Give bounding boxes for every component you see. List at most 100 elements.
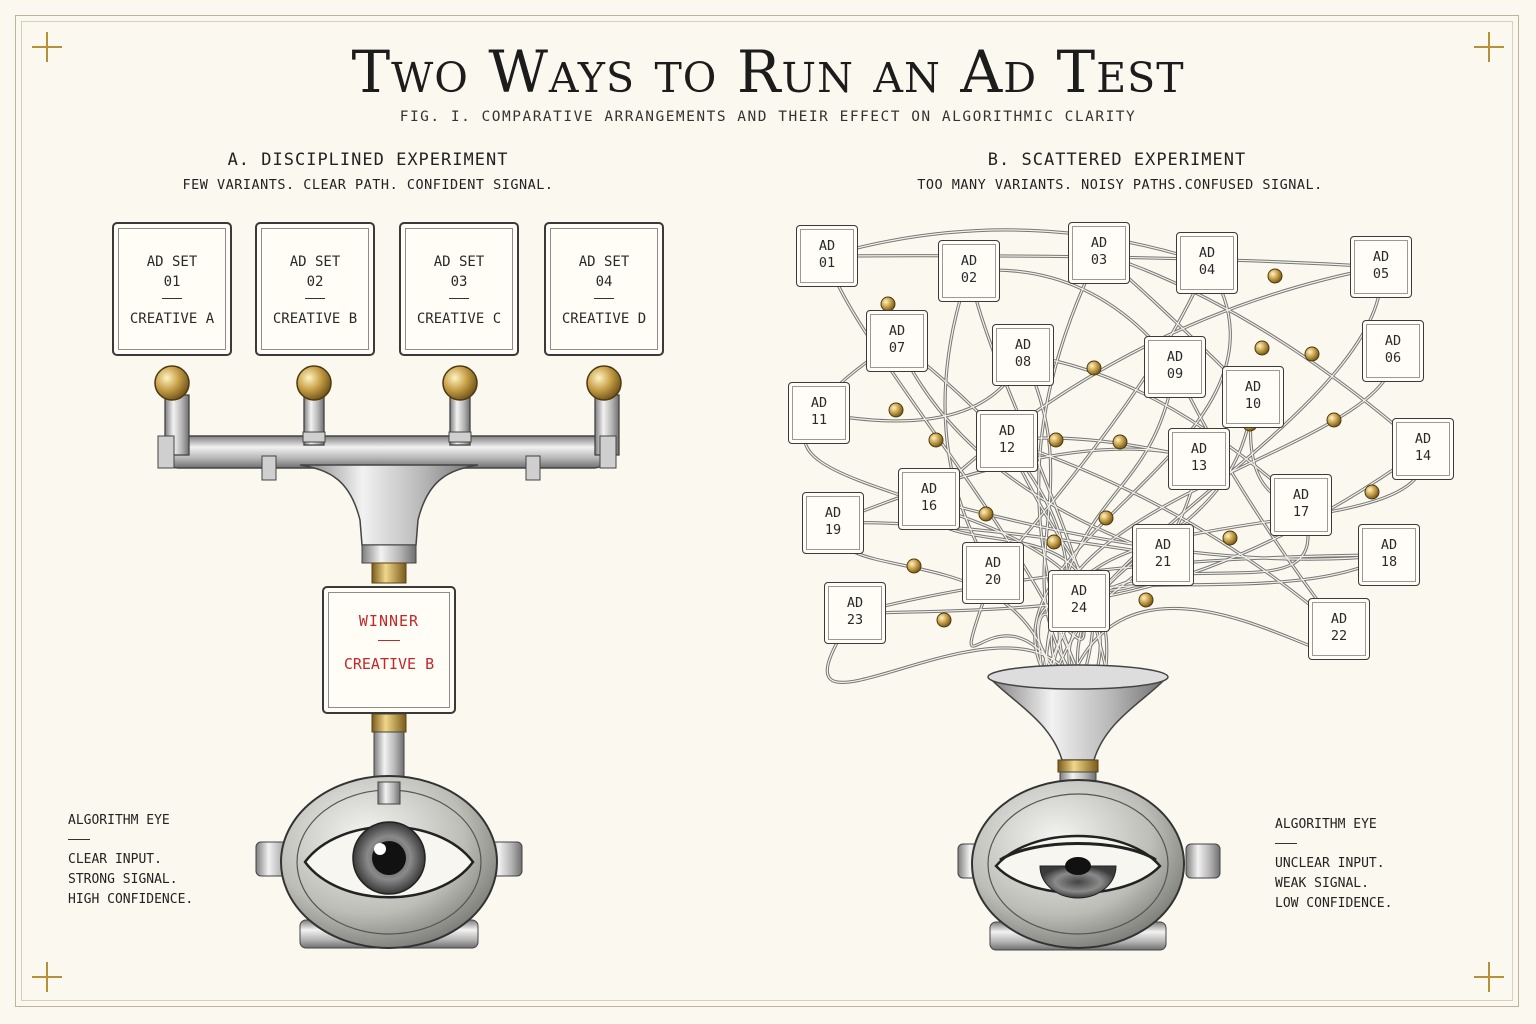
ad-box-prefix: AD <box>1384 333 1402 349</box>
figure-caption: FIG. I. COMPARATIVE ARRANGEMENTS AND THE… <box>399 109 1137 125</box>
ad-box-prefix: AD <box>810 395 828 411</box>
ad-set-number: 02 <box>306 274 324 290</box>
brass-joint <box>906 558 922 574</box>
ad-box-number: 04 <box>1198 262 1216 278</box>
winner-creative: CREATIVE B <box>343 655 435 673</box>
ad-box-prefix: AD <box>888 323 906 339</box>
ad-box-number: 10 <box>1244 396 1262 412</box>
tube-highlight <box>832 448 1200 524</box>
corner-ornament <box>32 32 62 62</box>
page-title: Two Ways to Run an Ad Test <box>351 38 1185 106</box>
tube-highlight <box>992 262 1208 574</box>
corner-ornament <box>1474 32 1504 62</box>
inner-frame <box>21 21 1513 1001</box>
brass-joint <box>888 402 904 418</box>
ad-set-number: 01 <box>163 274 181 290</box>
ad-box-number: 16 <box>920 498 938 514</box>
ad-set-number: 04 <box>595 274 613 290</box>
ad-box-prefix: AD <box>1244 379 1262 395</box>
ad-set-card: AD SET 02 CREATIVE B <box>255 222 375 356</box>
ad-box-number: 21 <box>1154 554 1172 570</box>
divider <box>68 839 90 840</box>
brass-joint <box>978 506 994 522</box>
brass-joint <box>928 432 944 448</box>
corner-ornament <box>32 962 62 992</box>
note-line: HIGH CONFIDENCE. <box>68 892 194 907</box>
ad-box-prefix: AD <box>984 555 1002 571</box>
ad-box-number: 19 <box>824 522 842 538</box>
ad-box-number: 03 <box>1090 252 1108 268</box>
corner-ornament <box>1474 962 1504 992</box>
divider <box>162 298 182 299</box>
brass-joint <box>936 612 952 628</box>
ad-box-number: 24 <box>1070 600 1088 616</box>
ad-set-card: AD SET 04 CREATIVE D <box>544 222 664 356</box>
ad-set-creative: CREATIVE D <box>561 311 647 327</box>
left-eye-note: ALGORITHM EYE CLEAR INPUT. STRONG SIGNAL… <box>68 811 193 910</box>
tube-highlight <box>826 229 1208 264</box>
left-manifold <box>154 365 622 783</box>
ad-box-number: 08 <box>1014 354 1032 370</box>
brass-joint <box>1138 592 1154 608</box>
divider <box>449 298 469 299</box>
ad-box-prefix: AD <box>1154 537 1172 553</box>
ad-box-prefix: AD <box>824 505 842 521</box>
ad-box-number: 17 <box>1292 504 1310 520</box>
ad-box-number: 20 <box>984 572 1002 588</box>
ad-set-card: AD SET 03 CREATIVE C <box>399 222 519 356</box>
tube-highlight <box>970 572 1059 673</box>
ad-box-prefix: AD <box>1198 245 1216 261</box>
ad-box-prefix: AD <box>1070 583 1088 599</box>
brass-joint <box>1112 434 1128 450</box>
ad-box-prefix: AD <box>1014 337 1032 353</box>
note-line: LOW CONFIDENCE. <box>1275 896 1393 911</box>
ad-box-prefix: AD <box>1190 441 1208 457</box>
tube-highlight <box>1006 440 1340 630</box>
divider <box>305 298 325 299</box>
note-line: UNCLEAR INPUT. <box>1275 856 1385 871</box>
ad-box-prefix: AD <box>1414 431 1432 447</box>
ad-box-prefix: AD <box>920 481 938 497</box>
brass-joint <box>1304 346 1320 362</box>
ad-box-prefix: AD <box>1380 537 1398 553</box>
brass-joint <box>1326 412 1342 428</box>
tube-highlight <box>944 270 994 574</box>
ad-set-card: AD SET 01 CREATIVE A <box>112 222 232 356</box>
tube-highlight <box>1034 262 1231 673</box>
note-line: WEAK SIGNAL. <box>1275 876 1369 891</box>
note-title: ALGORITHM EYE <box>1275 817 1377 832</box>
divider <box>378 640 400 641</box>
right-eye-note: ALGORITHM EYE UNCLEAR INPUT. WEAK SIGNAL… <box>1275 815 1392 914</box>
brass-joint <box>880 296 896 312</box>
divider <box>594 298 614 299</box>
ad-set-label: AD SET <box>578 254 630 270</box>
outer-frame <box>15 15 1519 1007</box>
right-section-subtitle: TOO MANY VARIANTS. NOISY PATHS.CONFUSED … <box>917 177 1323 193</box>
ad-box-prefix: AD <box>1292 487 1310 503</box>
divider <box>1275 843 1297 844</box>
tube-highlight <box>1078 448 1424 602</box>
winner-card: WINNER CREATIVE B <box>322 586 456 714</box>
ad-box-number: 07 <box>888 340 906 356</box>
right-eye-machine <box>957 664 1221 951</box>
left-section-subtitle: FEW VARIANTS. CLEAR PATH. CONFIDENT SIGN… <box>182 177 554 193</box>
brass-joint <box>1222 530 1238 546</box>
ad-box-number: 18 <box>1380 554 1398 570</box>
ad-box-prefix: AD <box>1330 611 1348 627</box>
